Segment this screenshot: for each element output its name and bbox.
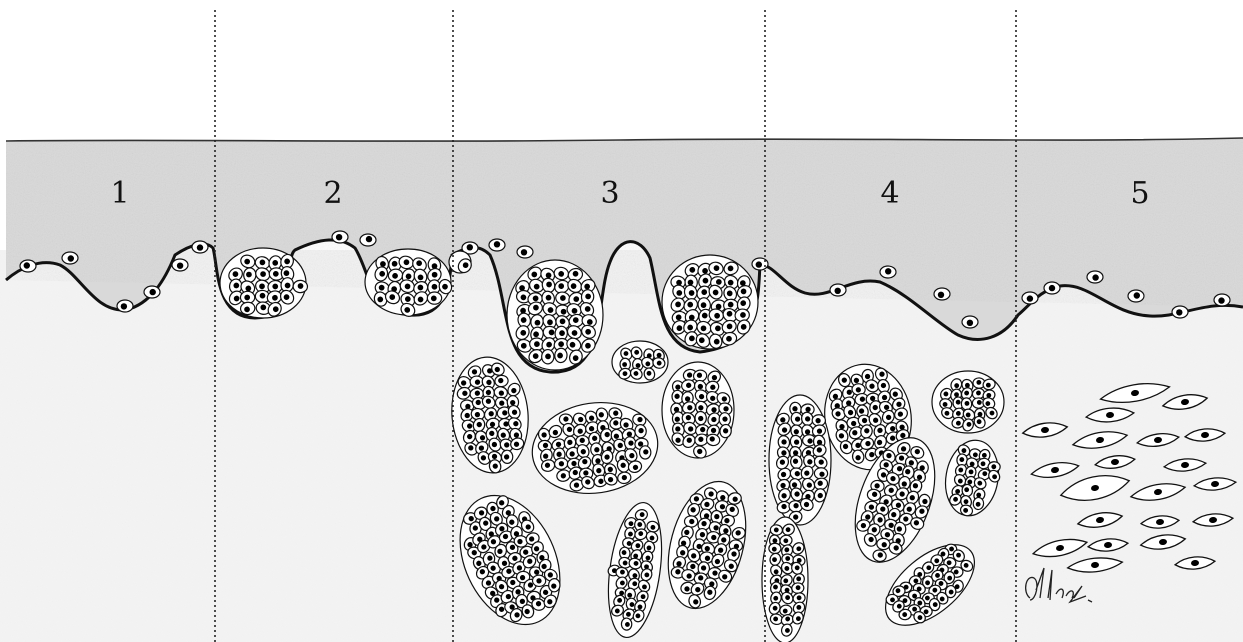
cell [635, 424, 647, 438]
cell [1172, 306, 1188, 318]
cell [962, 484, 973, 496]
stage-label-2: 2 [323, 176, 342, 211]
cell [752, 258, 768, 270]
cell [548, 578, 560, 592]
cell [684, 515, 698, 527]
cell [554, 348, 567, 363]
cell [62, 252, 78, 264]
surface-line [6, 138, 1243, 141]
cell [812, 415, 825, 427]
stage-label-3: 3 [600, 176, 619, 211]
cell [719, 413, 731, 426]
cell [489, 239, 505, 251]
stage-label-5: 5 [1130, 176, 1149, 211]
cell [581, 289, 594, 304]
cell [621, 618, 632, 630]
cell [830, 284, 846, 296]
cell [1214, 294, 1230, 306]
cell [332, 231, 348, 243]
cell [770, 524, 783, 535]
cell [293, 280, 308, 293]
cell [1022, 292, 1038, 304]
stage-label-4: 4 [880, 176, 899, 211]
cell [1128, 290, 1144, 302]
cell [360, 234, 376, 246]
cell [192, 241, 208, 253]
cell [880, 266, 896, 278]
cell [117, 300, 133, 312]
cell [172, 259, 188, 271]
cell [501, 450, 513, 464]
cell [532, 575, 546, 587]
cell [542, 349, 554, 364]
cell [769, 543, 781, 553]
cell [640, 446, 651, 459]
cell [243, 268, 256, 283]
cell [517, 246, 533, 258]
cell [961, 398, 972, 411]
cell [934, 288, 950, 300]
cell [427, 292, 441, 304]
stage-label-1: 1 [110, 176, 129, 211]
cell [814, 468, 827, 480]
cell [791, 582, 804, 594]
cell [470, 376, 483, 388]
cell [973, 497, 984, 510]
cell [144, 286, 160, 298]
cell [1044, 282, 1060, 294]
cell [695, 411, 707, 425]
cell [876, 538, 890, 550]
cell [1087, 271, 1103, 283]
cell [20, 260, 36, 272]
cell [962, 316, 978, 328]
